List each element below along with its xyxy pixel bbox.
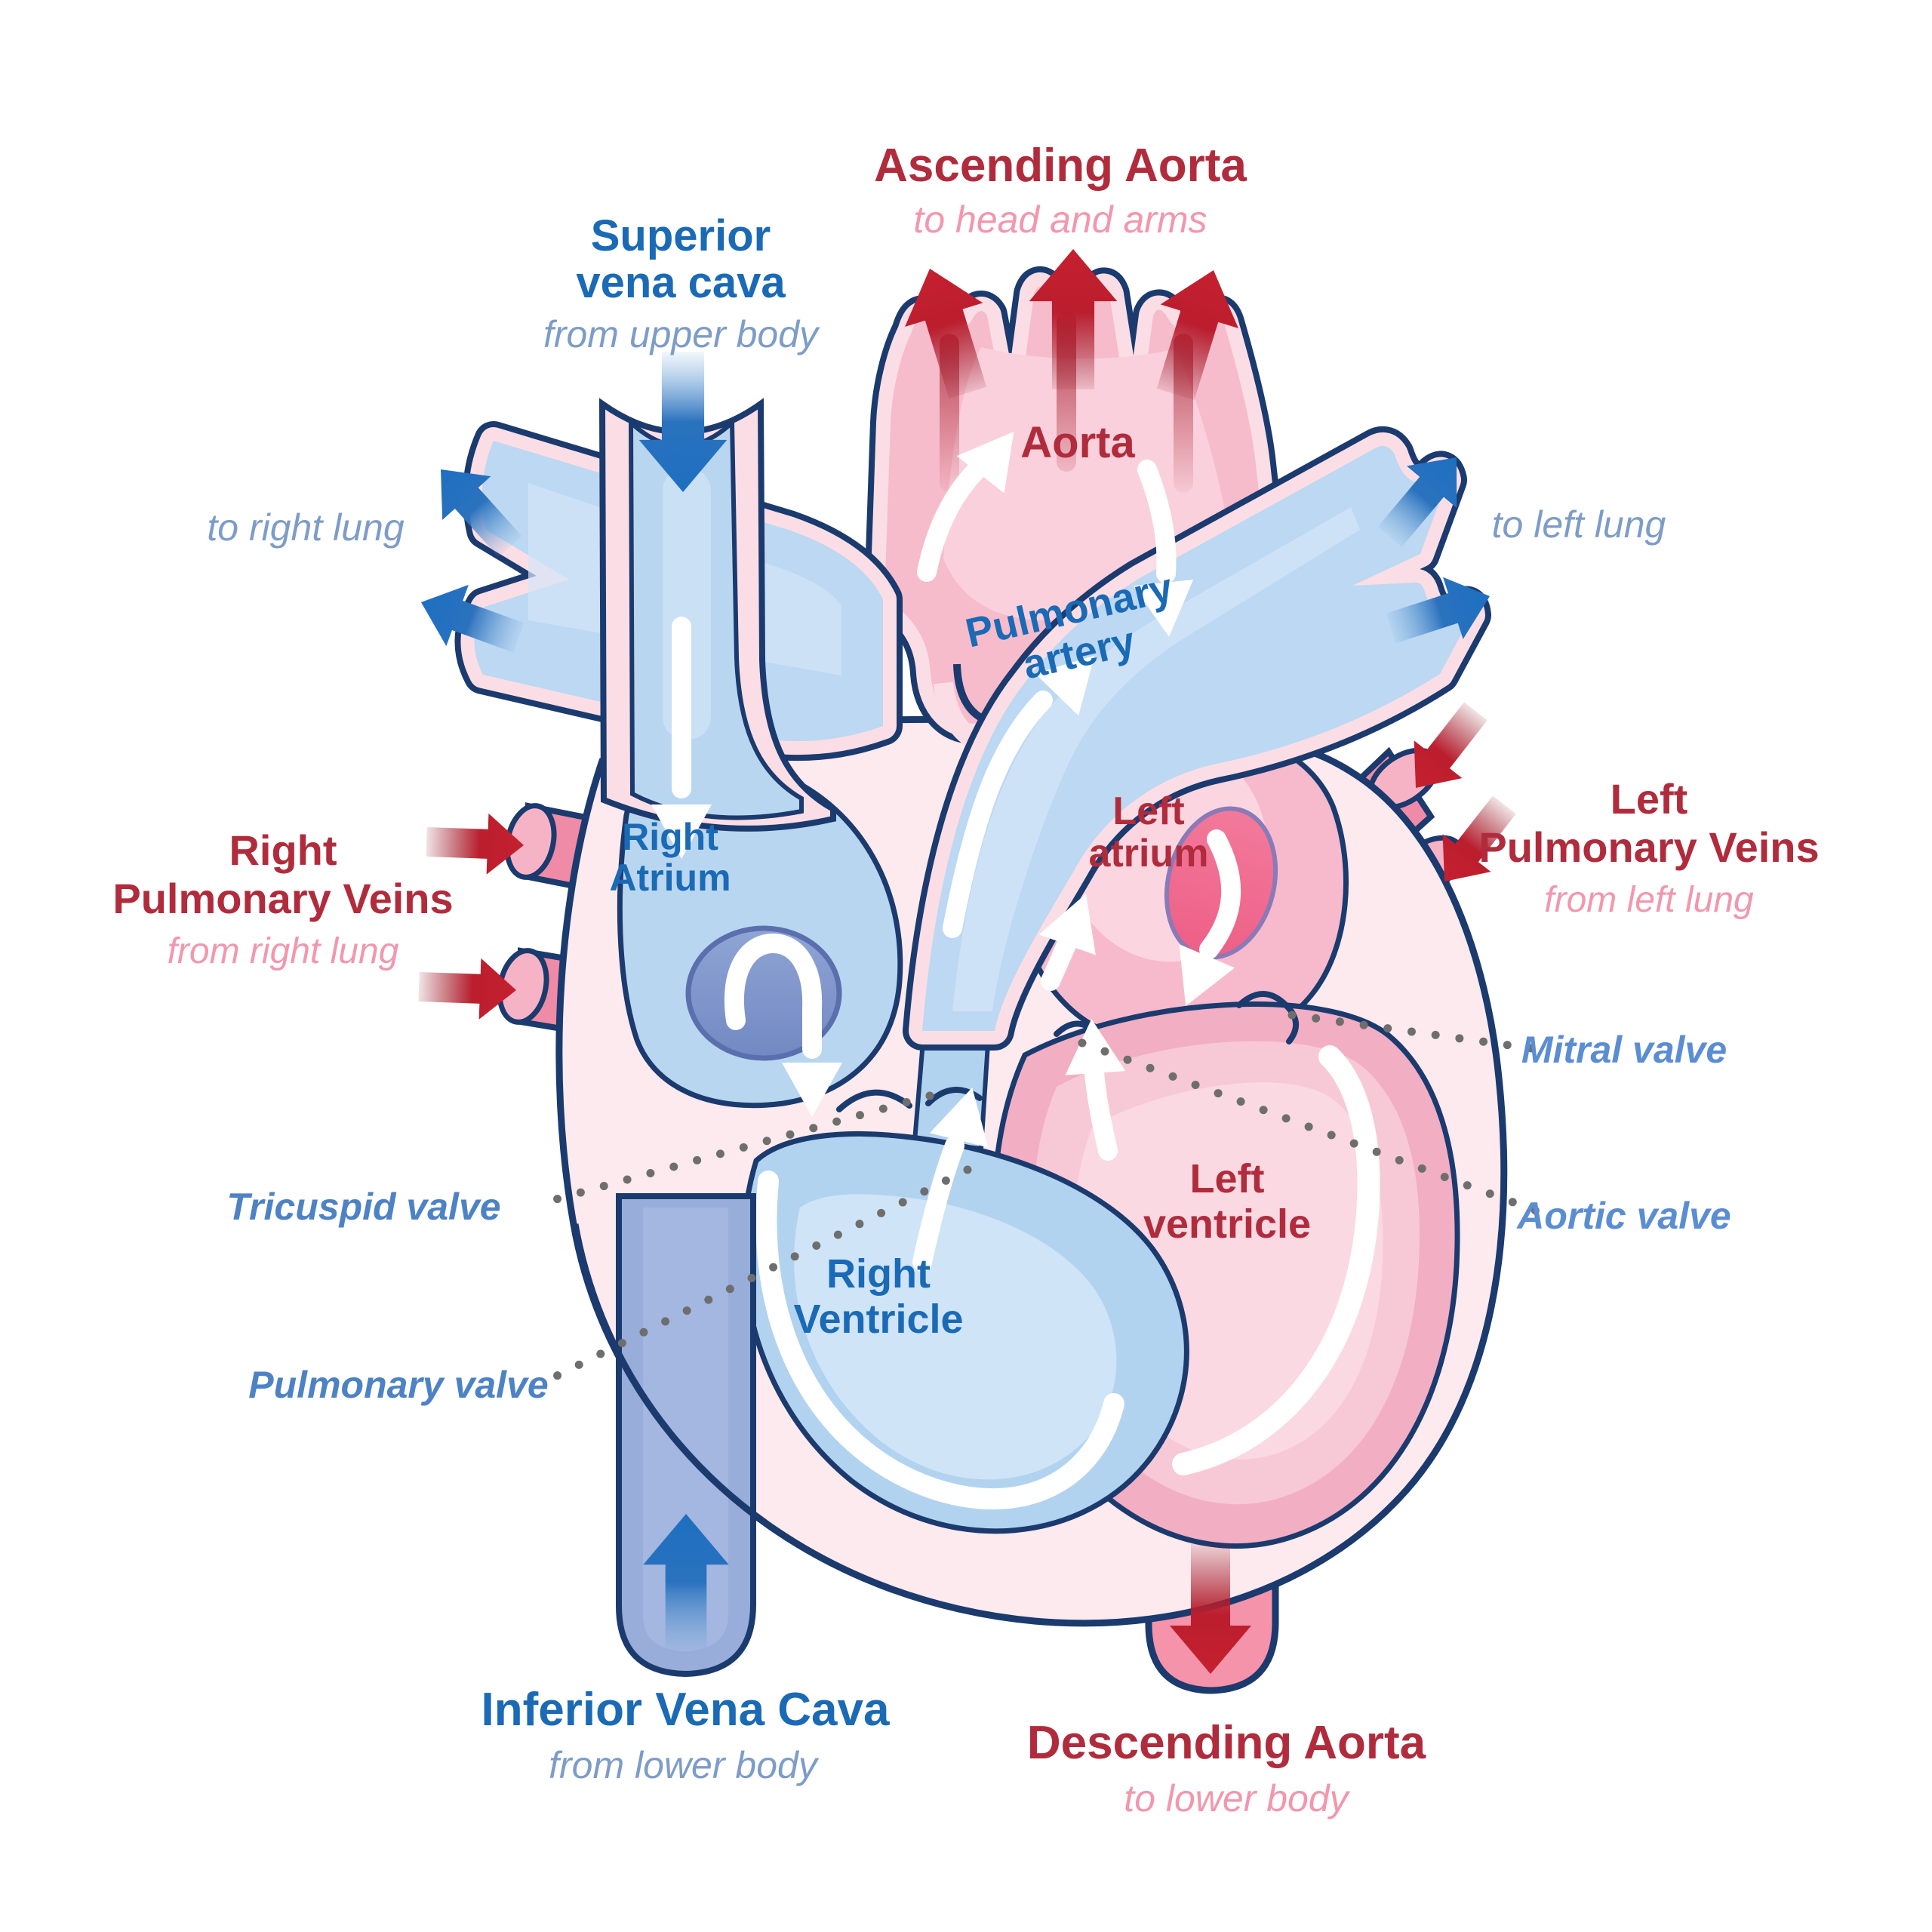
valve-leader-lines [533,1011,1544,1386]
superior-vena-cava-sublabel: from upper body [543,313,820,355]
mitral-valve-flap [1236,991,1299,1044]
to-right-lung-label: to right lung [207,506,404,549]
right-pulmonary-veins-label-line1: Right [229,826,337,874]
right-ventricle-chamber [740,1030,1189,1534]
descending-aorta-label: Descending Aorta [1027,1717,1426,1769]
right-ventricle-label-line1: Right [826,1251,931,1297]
left-pulmonary-veins-label-line2: Pulmonary Veins [1478,823,1819,871]
left-pulmonary-veins-label-line1: Left [1611,775,1688,823]
aorta-label: Aorta [1020,418,1135,467]
mitral-valve-label: Mitral valve [1521,1029,1727,1071]
right-ventricle-label-line2: Ventricle [793,1297,963,1342]
left-pulmonary-veins-sublabel: from left lung [1544,880,1754,920]
left-atrium-label-line1: Left [1112,789,1184,833]
tricuspid-leader [533,1091,934,1209]
right-pulmonary-veins-label-line2: Pulmonary Veins [112,875,453,922]
ascending-aorta-label: Ascending Aorta [874,140,1247,192]
right-atrium-label-line2: Atrium [609,857,731,899]
superior-vena-cava-label-line1: Superior [591,211,771,260]
diagram-labels: Ascending Aorta to head and arms Superio… [112,140,1819,1820]
to-left-lung-label: to left lung [1492,503,1666,546]
superior-vena-cava-label-line2: vena cava [576,258,786,307]
blood-flow-arrows-internal [672,460,1241,1272]
tricuspid-valve-flap [836,1087,983,1112]
pulmonary-valve-label: Pulmonary valve [248,1364,548,1406]
mitral-leader [1287,1011,1541,1054]
inferior-vena-cava-sublabel: from lower body [549,1744,820,1786]
descending-aorta-sublabel: to lower body [1124,1777,1350,1820]
left-ventricle-label-line1: Left [1190,1156,1265,1201]
aortic-valve-label: Aortic valve [1515,1195,1730,1237]
pulmonary-trunk-and-left-branch [903,426,1491,1051]
left-ventricle-label-line2: ventricle [1143,1201,1311,1247]
ascending-aorta-sublabel: to head and arms [913,198,1207,241]
right-atrium-label-line1: Right [622,816,718,858]
tricuspid-valve-label: Tricuspid valve [226,1186,500,1228]
left-atrium-label-line2: atrium [1089,832,1209,875]
right-pulmonary-veins-sublabel: from right lung [168,931,399,971]
aortic-leader [1078,1038,1544,1217]
inferior-vena-cava-label: Inferior Vena Cava [481,1684,890,1736]
